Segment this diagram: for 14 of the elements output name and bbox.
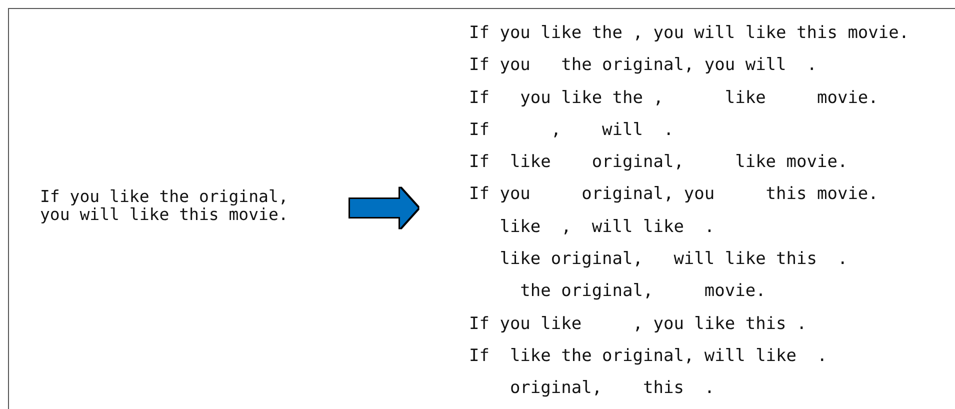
sentence-text: If , will . — [468, 118, 675, 142]
block-arrow — [350, 188, 418, 228]
sentence-text: like , will like . — [498, 216, 716, 239]
sentence-text: If you the original, you will . — [468, 54, 818, 78]
sentence-text: If like the original, will like . — [468, 344, 828, 368]
sentence-text: If you original, you this movie. — [468, 183, 880, 206]
sentence-text: If you like , you like this . — [468, 312, 808, 336]
sentence-text: original, this . — [508, 377, 716, 400]
sentence-text: the original, movie. — [519, 280, 767, 304]
sentence-text: If you like the , like movie. — [468, 86, 880, 110]
sentence-text: If you like the , you will like this movie. — [468, 22, 910, 45]
sentence-text: If you like the original, you will like this movie. — [40, 188, 290, 224]
sentence-text: like original, will like this . — [498, 248, 849, 272]
sentence-text: If like original, like movie. — [468, 151, 849, 174]
